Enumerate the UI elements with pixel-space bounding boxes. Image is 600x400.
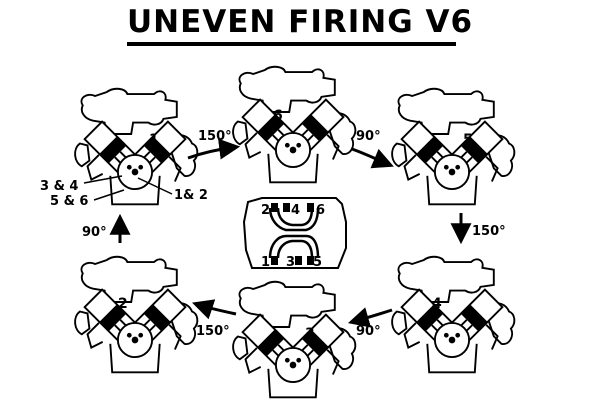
firing-cylinder-label: 5	[463, 132, 473, 148]
leader-line	[93, 189, 125, 201]
crank-plan-cylinder-label: 2	[261, 203, 270, 218]
rotation-angle-label: 90°	[356, 324, 381, 339]
firing-cylinder-label: 1	[149, 132, 159, 148]
crankshaft-plan-view	[242, 197, 347, 269]
rotation-angle-label: 150°	[198, 129, 232, 144]
crank-plan-cylinder-label: 3	[286, 255, 295, 270]
title-underline	[127, 42, 456, 46]
diagram-title: UNEVEN FIRING V6	[126, 4, 474, 40]
rotation-arrow	[109, 138, 472, 328]
engine-view-bottom-center	[232, 280, 357, 399]
crank-plan-cylinder-label: 4	[291, 203, 300, 218]
rotation-angle-label: 150°	[472, 224, 506, 239]
rotation-angle-label: 90°	[82, 225, 107, 240]
crank-plan-cylinder-label: 1	[261, 255, 270, 270]
crank-pin-label-3-4: 3 & 4	[40, 179, 78, 194]
firing-cylinder-label: 3	[305, 326, 315, 342]
leader-line	[137, 177, 173, 195]
firing-cylinder-label: 4	[432, 296, 442, 312]
engine-view-bottom-left	[74, 255, 199, 374]
crank-pin-label-1-2: 1& 2	[174, 188, 208, 203]
crank-pin-label-5-6: 5 & 6	[50, 194, 88, 209]
rotation-angle-label: 90°	[356, 129, 381, 144]
rotation-angle-label: 150°	[196, 324, 230, 339]
engine-view-top-left	[74, 87, 199, 206]
firing-cylinder-label: 2	[118, 296, 128, 312]
leader-line	[83, 175, 123, 184]
engine-view-top-right	[391, 87, 516, 206]
crank-plan-cylinder-label: 5	[313, 255, 322, 270]
engine-view-bottom-right	[391, 255, 516, 374]
engine-view-top-center	[232, 65, 357, 184]
crank-plan-cylinder-label: 6	[316, 203, 325, 218]
firing-cylinder-label: 6	[273, 108, 283, 124]
